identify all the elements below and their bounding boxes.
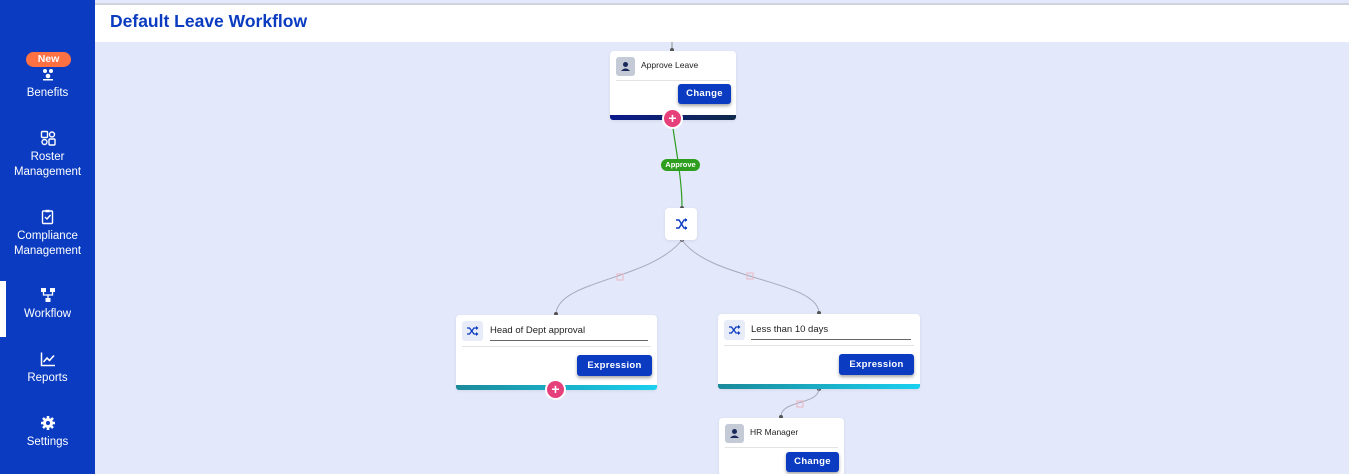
sidebar-item-reports[interactable]: Reports [0,351,95,386]
new-badge: New [26,52,71,67]
user-icon [725,424,744,443]
condition-name-input[interactable]: Less than 10 days [751,324,911,340]
branch-node-less-than-10-days[interactable]: Less than 10 days Expression [718,314,920,389]
benefits-icon [42,69,53,81]
user-icon [616,57,635,76]
sidebar-item-label: Roster Management [13,151,82,178]
reports-icon [40,352,55,367]
hr-manager-node[interactable]: HR Manager Change [719,418,844,474]
sidebar-item-benefits[interactable]: Benefits [0,66,95,101]
sidebar-item-settings[interactable]: Settings [0,415,95,450]
edge-marker [616,273,624,281]
roster-icon [40,130,56,146]
branch-node-head-of-dept[interactable]: Head of Dept approval Expression [456,315,657,390]
edge-marker [796,400,804,408]
sidebar-item-label: Workflow [23,308,72,320]
node-label: Approve Leave [641,60,699,70]
workflow-icon [40,288,55,302]
sidebar-item-label: Benefits [26,87,69,99]
expression-button[interactable]: Expression [577,355,652,376]
compliance-icon [41,209,53,225]
node-status-bar [718,384,920,389]
edge-branch-left [555,239,683,314]
shuffle-icon [676,218,688,230]
edge-marker [746,272,754,280]
sidebar-item-roster-management[interactable]: Roster Management [0,130,95,179]
sidebar: New Benefits Roster Management Complianc… [0,0,95,474]
page-header: Default Leave Workflow [95,3,1349,42]
shuffle-icon [462,321,483,341]
condition-switch-node[interactable] [665,208,697,240]
sidebar-item-label: Compliance Management [13,230,82,257]
change-button[interactable]: Change [786,452,839,472]
divider [616,80,730,81]
condition-name-input[interactable]: Head of Dept approval [490,325,648,341]
node-label: HR Manager [750,427,799,437]
sidebar-item-label: Settings [26,436,69,448]
sidebar-item-workflow[interactable]: Workflow [0,281,95,337]
shuffle-icon [724,320,745,340]
add-step-button[interactable]: + [662,108,683,129]
sidebar-item-compliance-management[interactable]: Compliance Management [0,209,95,258]
divider [462,346,651,347]
approve-edge-label: Approve [661,159,700,171]
expression-button[interactable]: Expression [839,354,914,375]
add-step-button[interactable]: + [545,379,566,400]
sidebar-item-label: Reports [27,372,68,384]
edge-to-hr [780,388,820,417]
settings-icon [40,416,55,430]
divider [724,345,914,346]
page-title: Default Leave Workflow [110,11,308,31]
divider [725,447,838,448]
change-button[interactable]: Change [678,84,731,104]
edge-branch-right [681,239,820,313]
